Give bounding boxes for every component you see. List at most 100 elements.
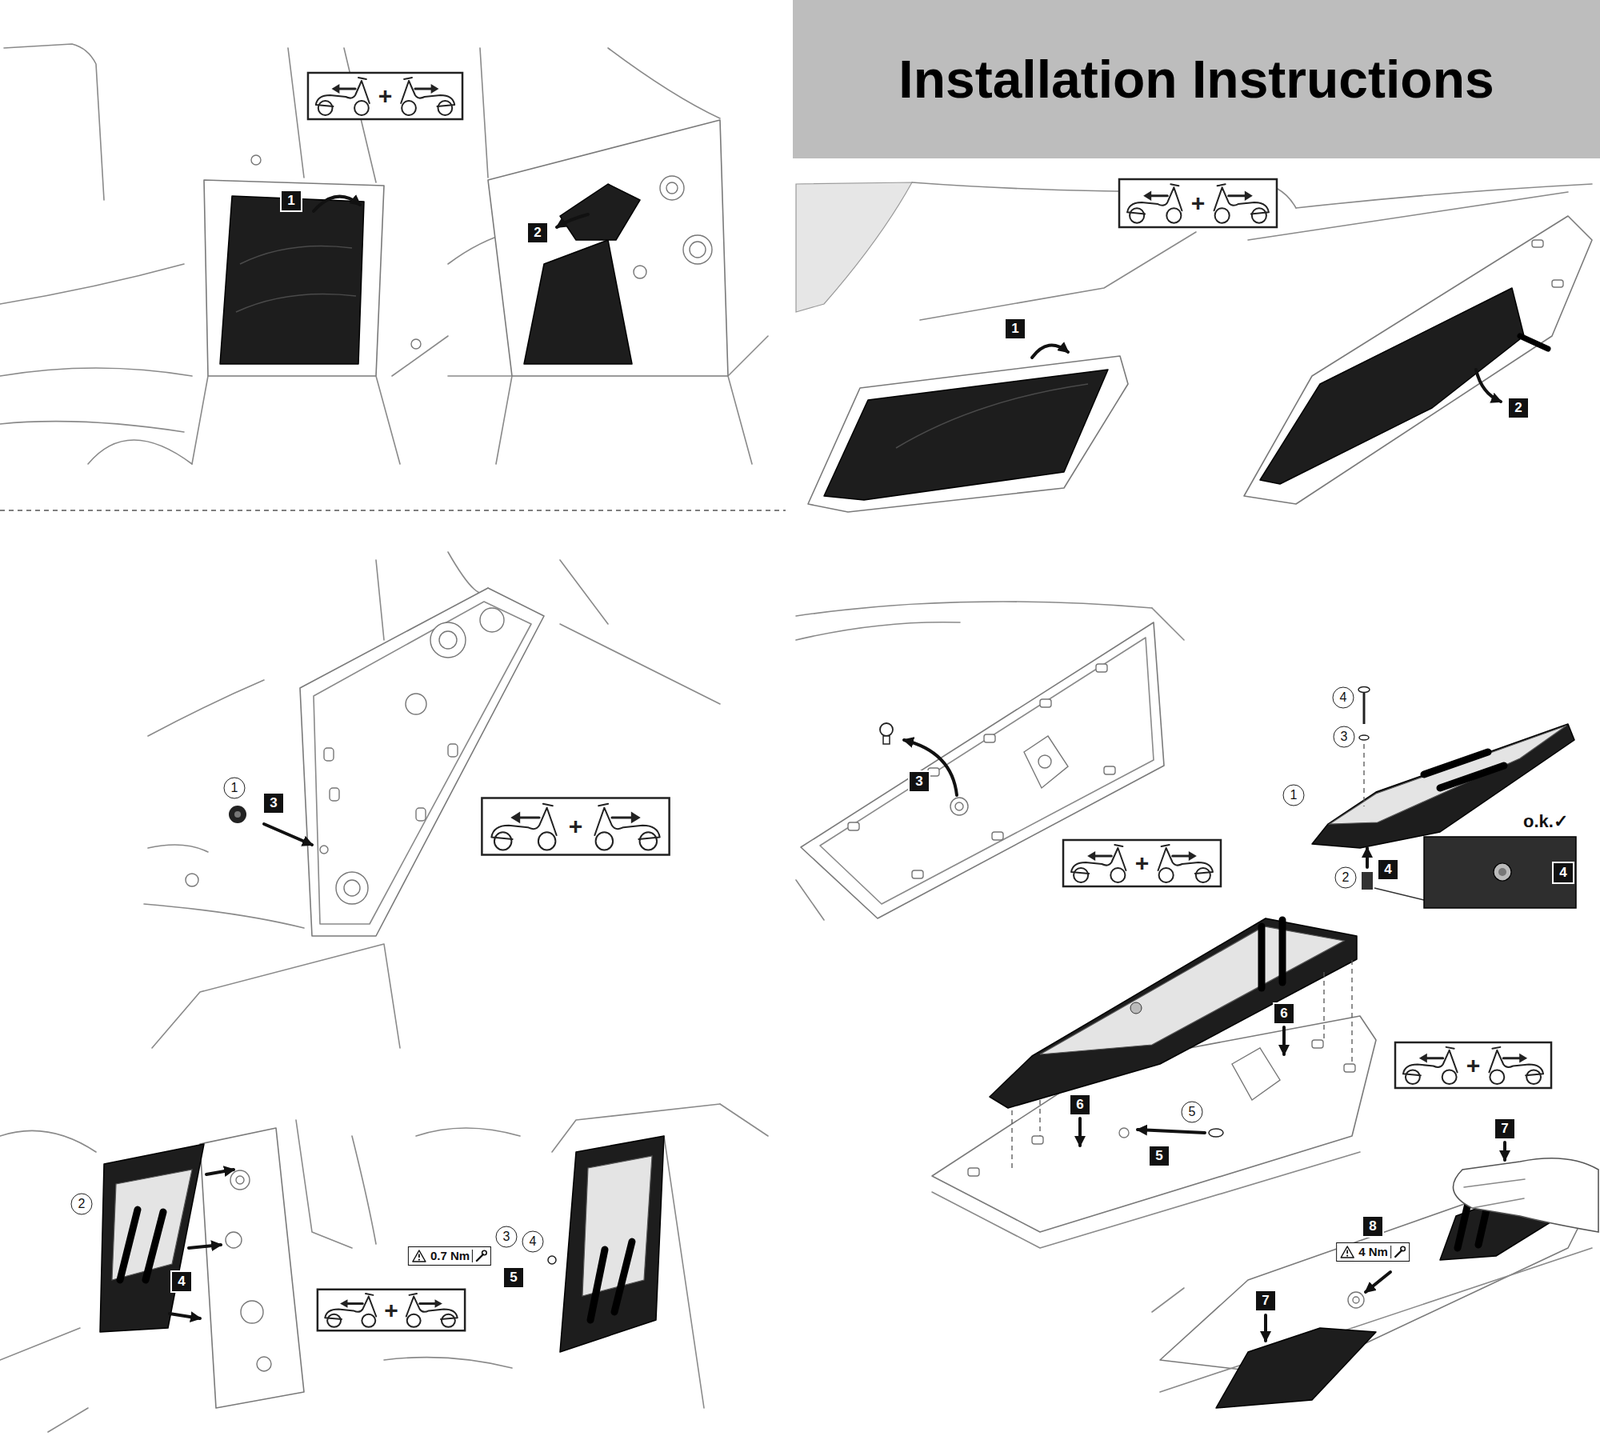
part-number: 3 bbox=[1333, 726, 1356, 748]
step-number: 1 bbox=[281, 191, 301, 211]
direction-arrow bbox=[420, 1302, 437, 1305]
scooter-wheel bbox=[596, 832, 614, 850]
scooter-floor-step-4 bbox=[256, 1356, 272, 1372]
wrench-symbol bbox=[1390, 1245, 1406, 1259]
scooter-floor-step-5 bbox=[664, 1136, 704, 1408]
scooter-floor-step-1 bbox=[88, 440, 192, 464]
footboard-placement bbox=[1078, 1118, 1082, 1146]
scooter-floor-step-5 bbox=[590, 1249, 605, 1320]
scooter-floor-step-1 bbox=[0, 368, 192, 376]
part-number: 2 bbox=[1335, 867, 1357, 889]
scooter-floor-step-3 bbox=[148, 844, 208, 852]
direction-icon bbox=[1395, 1042, 1552, 1088]
scooter-floor-step-3 bbox=[300, 588, 544, 936]
scooter-floor-step-3 bbox=[336, 872, 368, 904]
scooter-floor-step-1 bbox=[192, 376, 400, 464]
scooter-floor-plate bbox=[1104, 766, 1116, 775]
scooter-floor-step-4 bbox=[230, 1170, 250, 1190]
scooter-floor-step-3 bbox=[228, 805, 247, 824]
scooter-floor-step-3 bbox=[234, 811, 241, 818]
footboard-assembly bbox=[1361, 872, 1373, 890]
scooter-floor-right-steps bbox=[1260, 288, 1524, 484]
icon-frame bbox=[1395, 1042, 1552, 1088]
scooter-left bbox=[1127, 184, 1182, 224]
footboard-fixing bbox=[1365, 1272, 1391, 1292]
direction-arrowhead bbox=[431, 84, 440, 94]
scooter-floor-step-1 bbox=[0, 421, 184, 432]
scooter-floor-step-3 bbox=[416, 808, 426, 821]
direction-arrow bbox=[518, 816, 540, 819]
scooter-wheel bbox=[1442, 1069, 1457, 1084]
torque-box: 4 Nm bbox=[1336, 1242, 1410, 1262]
scooter-floor-step-4 bbox=[240, 1300, 264, 1324]
scooter-wheel bbox=[318, 100, 333, 116]
scooter-wheel bbox=[1129, 208, 1144, 224]
scooter-left bbox=[491, 804, 556, 851]
scooter-floor-right-steps bbox=[1248, 192, 1568, 240]
scooter-floor-right-steps bbox=[1296, 184, 1592, 208]
torque-value: 4 Nm bbox=[1358, 1244, 1388, 1259]
plus-sign: + bbox=[1135, 851, 1150, 876]
footboard-placement bbox=[1137, 1129, 1205, 1133]
scooter-wheel bbox=[407, 1314, 421, 1328]
scooter-floor-step-3 bbox=[144, 904, 304, 928]
step-number: 2 bbox=[1508, 398, 1528, 418]
step-number: 7 bbox=[1495, 1119, 1515, 1139]
footboard-assembly bbox=[1312, 724, 1575, 848]
warning-symbol bbox=[1340, 1245, 1355, 1259]
scooter-body bbox=[406, 1293, 458, 1320]
footboard-fixing bbox=[1452, 1158, 1599, 1232]
footboard-placement bbox=[1119, 1128, 1129, 1138]
scooter-floor-step-1 bbox=[236, 246, 356, 313]
footboard-fixing bbox=[1503, 1142, 1507, 1160]
plus-sign: + bbox=[568, 814, 584, 839]
scooter-floor-right-steps bbox=[1520, 336, 1548, 349]
scooter-floor-plate bbox=[883, 736, 890, 744]
warning-triangle bbox=[412, 1250, 426, 1262]
scooter-wheel bbox=[441, 1314, 456, 1328]
scooter-wheel bbox=[1110, 868, 1125, 883]
scooter-floor-step-1 bbox=[4, 44, 104, 200]
scooter-floor-plate bbox=[796, 601, 1152, 616]
scooter-floor-step-5 bbox=[582, 1156, 652, 1296]
scooter-floor-step-4 bbox=[188, 1244, 221, 1248]
footboard-assembly bbox=[1365, 848, 1369, 868]
scooter-floor-step-2 bbox=[560, 184, 640, 240]
footboard-placement bbox=[1208, 1128, 1224, 1137]
scooter-body bbox=[1127, 184, 1182, 214]
step-number: 5 bbox=[504, 1268, 524, 1288]
scooter-floor-right-steps bbox=[1032, 344, 1068, 358]
warning-dot bbox=[1346, 1255, 1348, 1257]
scooter-left bbox=[316, 77, 370, 116]
footboard-placement bbox=[1351, 960, 1352, 1064]
scooter-floor-step-5 bbox=[416, 1128, 520, 1136]
scooter-floor-right-steps bbox=[824, 369, 1108, 500]
scooter-floor-step-2 bbox=[683, 235, 712, 264]
footboard-placement bbox=[1039, 1100, 1040, 1136]
scooter-floor-step-2 bbox=[556, 214, 588, 228]
footboard-placement bbox=[1323, 972, 1324, 1040]
scooter-floor-step-5 bbox=[720, 1104, 768, 1136]
icon-frame bbox=[481, 797, 669, 855]
scooter-wheel bbox=[327, 1314, 341, 1328]
scooter-floor-plate bbox=[904, 740, 957, 796]
direction-icon bbox=[308, 72, 463, 120]
plus-sign: + bbox=[384, 1298, 399, 1323]
step-number: 7 bbox=[1256, 1291, 1276, 1311]
direction-icon bbox=[1063, 840, 1221, 887]
ok-mark: o.k.✓ bbox=[1521, 812, 1570, 832]
scooter-floor-step-4 bbox=[206, 1169, 234, 1175]
torque-box: 0.7 Nm bbox=[408, 1246, 492, 1266]
scooter-left bbox=[324, 1293, 376, 1328]
scooter-wheel bbox=[354, 100, 369, 116]
footboard-fixing bbox=[1264, 1315, 1268, 1341]
scooter-floor-right-steps bbox=[796, 182, 912, 312]
scooter-floor-step-3 bbox=[320, 845, 328, 854]
scooter-floor-plate bbox=[880, 723, 893, 736]
scooter-floor-plate bbox=[955, 802, 964, 811]
direction-arrowhead bbox=[631, 812, 641, 824]
scooter-floor-plate bbox=[820, 637, 1154, 904]
title-band: Installation Instructions bbox=[792, 0, 1600, 159]
